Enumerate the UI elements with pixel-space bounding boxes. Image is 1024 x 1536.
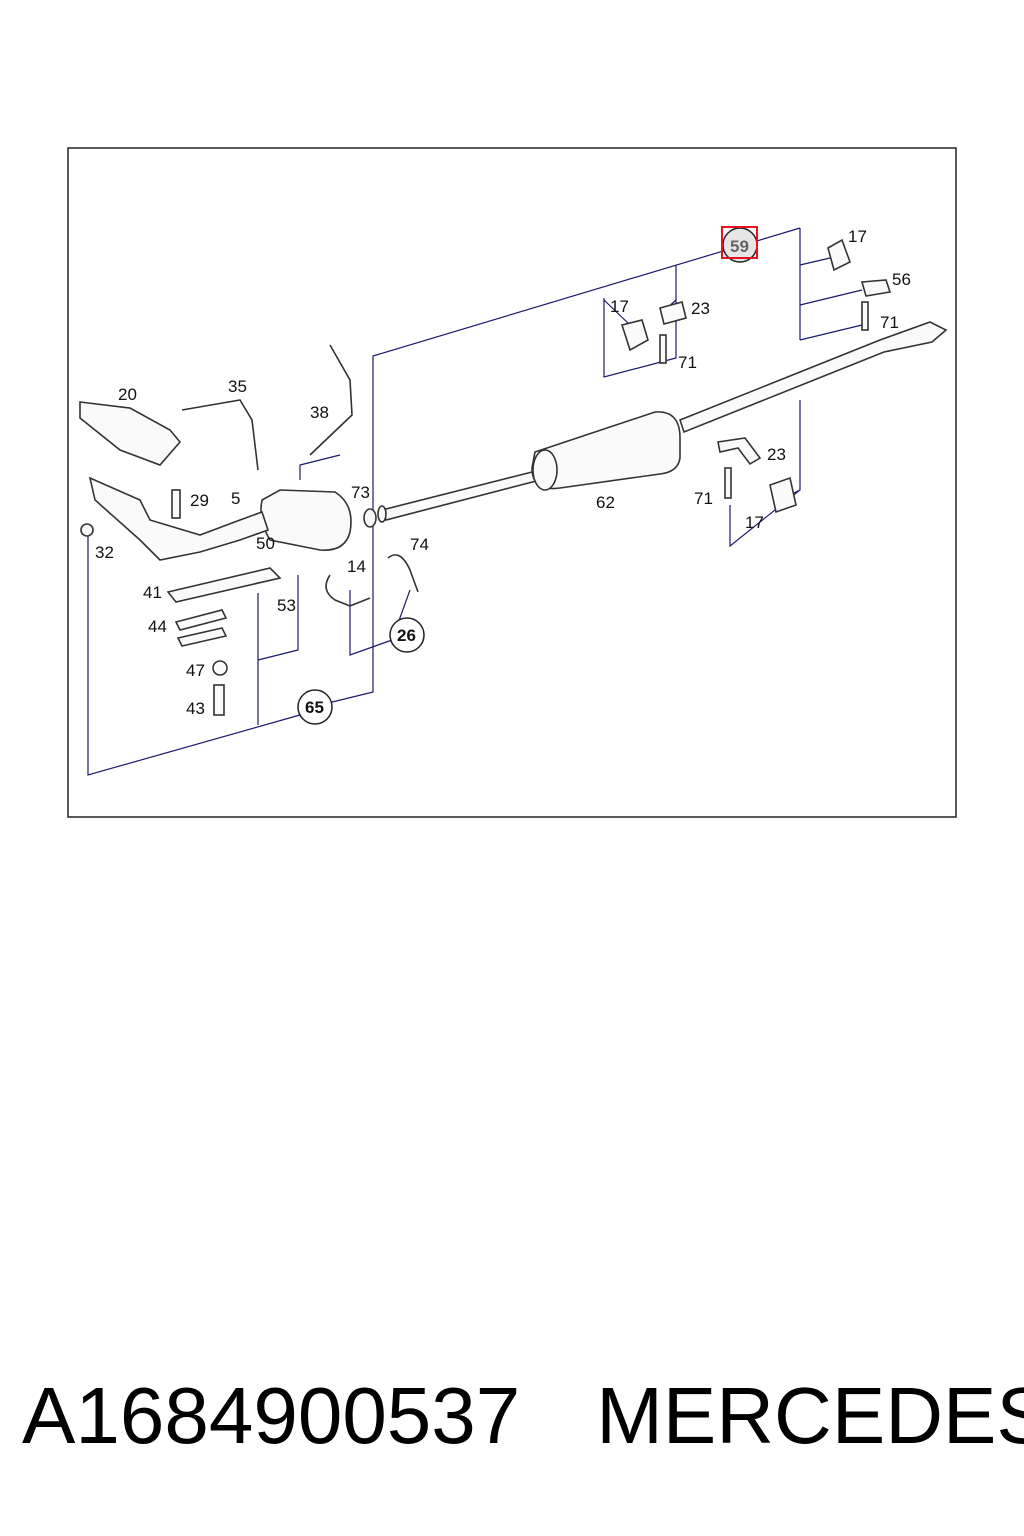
heat-shield	[79, 401, 182, 466]
label-47: 47	[186, 661, 205, 680]
rubber-mount-17b	[827, 238, 851, 272]
bolt-71b	[861, 301, 869, 331]
rubber-mount-17a	[620, 319, 649, 352]
label-23-low: 23	[767, 445, 786, 464]
label-53: 53	[277, 596, 296, 615]
label-26: 26	[397, 626, 416, 645]
bolt-43	[213, 684, 225, 716]
exhaust-system-diagram: 20 35 38 29 5 73 32 50 74 14 41 53 44 47…	[67, 147, 957, 818]
hanger-56	[860, 279, 892, 297]
hanger-23b	[717, 437, 762, 466]
label-65: 65	[305, 698, 324, 717]
bracket-44	[174, 609, 228, 631]
label-71-top: 71	[880, 313, 899, 332]
label-62: 62	[596, 493, 615, 512]
nut-32	[80, 523, 94, 537]
label-56: 56	[892, 270, 911, 289]
part-number: A1684900537	[22, 1371, 521, 1460]
marker-26-circle	[389, 617, 425, 653]
label-35: 35	[228, 377, 247, 396]
clamp-74	[387, 554, 419, 593]
hanger-23a	[659, 301, 687, 325]
bracket-44b	[176, 627, 228, 647]
label-73: 73	[351, 483, 370, 502]
marker-65-circle	[297, 689, 333, 725]
bolt-71c	[724, 467, 732, 499]
circle-markers	[297, 227, 758, 725]
label-17-top: 17	[848, 227, 867, 246]
label-71-low: 71	[694, 489, 713, 508]
washer-47	[212, 660, 228, 676]
bolt-71a	[659, 334, 667, 364]
label-32: 32	[95, 543, 114, 562]
label-41: 41	[143, 583, 162, 602]
label-38: 38	[310, 403, 329, 422]
label-50: 50	[256, 534, 275, 553]
diagram-frame	[67, 147, 957, 818]
brand-name: MERCEDES	[596, 1371, 1024, 1460]
label-5: 5	[231, 489, 240, 508]
label-74: 74	[410, 535, 429, 554]
bracket-41	[166, 567, 282, 603]
part-labels: 20 35 38 29 5 73 32 50 74 14 41 53 44 47…	[95, 227, 911, 718]
label-43: 43	[186, 699, 205, 718]
clamp-14	[325, 574, 371, 607]
exhaust-parts	[79, 238, 948, 716]
label-23-mid: 23	[691, 299, 710, 318]
highlight-box-59	[721, 226, 758, 259]
label-17-low: 17	[745, 513, 764, 532]
label-29: 29	[190, 491, 209, 510]
label-71-mid: 71	[678, 353, 697, 372]
label-14: 14	[347, 557, 366, 576]
label-20: 20	[118, 385, 137, 404]
rubber-mount-17c	[769, 476, 797, 514]
label-44: 44	[148, 617, 167, 636]
label-59: 59	[730, 237, 749, 256]
exhaust-manifold	[88, 476, 270, 561]
footer-caption: A1684900537 MERCEDES	[22, 1370, 1024, 1480]
label-17-mid: 17	[610, 297, 629, 316]
stud-29	[171, 489, 181, 519]
